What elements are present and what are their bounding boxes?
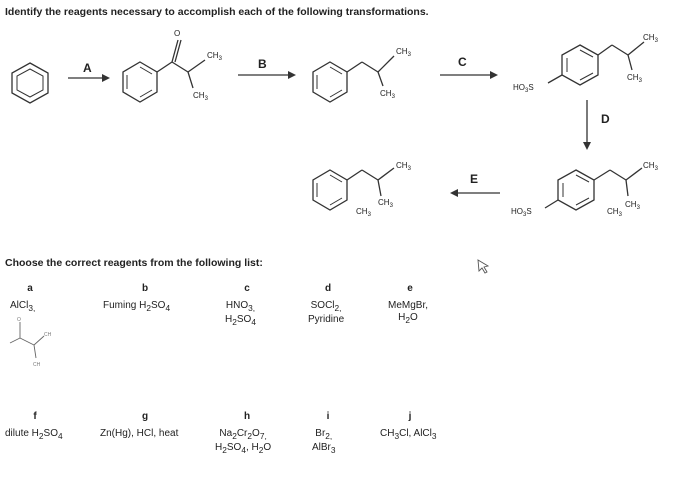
alkyl-ch3-a: CH3 bbox=[396, 47, 412, 58]
final-ch3-b: CH3 bbox=[378, 198, 394, 209]
option-a-structure bbox=[9, 322, 45, 359]
option-a-letter: a bbox=[27, 283, 33, 294]
arrow-c-label: C bbox=[458, 55, 467, 69]
alkyl-ch3-b: CH3 bbox=[380, 89, 396, 100]
option-i-letter: i bbox=[326, 411, 330, 422]
option-e-letter: e bbox=[407, 283, 413, 294]
arrow-e-label: E bbox=[470, 172, 478, 186]
final-ch3-c: CH3 bbox=[356, 207, 372, 218]
arrow-d-label: D bbox=[601, 112, 610, 126]
ketone-structure bbox=[122, 39, 206, 103]
sulfo1-ch3-b: CH3 bbox=[627, 73, 643, 84]
option-h-text: Na2Cr2O7, H2SO4, H2O bbox=[215, 428, 272, 455]
option-g-letter: g bbox=[141, 411, 149, 422]
arrow-a-label: A bbox=[83, 61, 92, 75]
option-a-ch3-b: CH bbox=[33, 362, 41, 368]
ketone-ch3-b: CH3 bbox=[193, 91, 209, 102]
option-h-letter: h bbox=[243, 411, 251, 422]
option-a-ch3-a: CH bbox=[44, 332, 52, 338]
alkylbenzene-structure bbox=[312, 55, 395, 103]
arrow-e-head bbox=[450, 189, 458, 197]
sulfo2-ho3s: HO3S bbox=[511, 207, 532, 218]
option-i-text: Br2, AlBr3 bbox=[312, 428, 336, 455]
cursor-icon bbox=[477, 259, 490, 274]
option-f-letter: f bbox=[33, 411, 37, 422]
ketone-oxygen: O bbox=[174, 29, 180, 38]
option-b-text: Fuming H2SO4 bbox=[103, 300, 171, 313]
arrow-b-head bbox=[288, 71, 296, 79]
final-ch3-a: CH3 bbox=[396, 161, 412, 172]
benzene-structure bbox=[11, 62, 49, 104]
option-j-letter: j bbox=[408, 411, 412, 422]
option-f-text: dilute H2SO4 bbox=[5, 428, 63, 441]
sulfo1-ho3s: HO3S bbox=[513, 83, 534, 94]
sulfo1-ch3-a: CH3 bbox=[643, 33, 659, 44]
arrow-d-head bbox=[583, 142, 591, 150]
sulfonated-structure-1 bbox=[547, 41, 645, 86]
sulfo2-ch3-c: CH3 bbox=[607, 207, 623, 218]
option-b-letter: b bbox=[141, 283, 149, 294]
question-text: Identify the reagents necessary to accom… bbox=[5, 6, 429, 18]
sulfo2-ch3-a: CH3 bbox=[643, 161, 659, 172]
arrow-b-label: B bbox=[258, 57, 267, 71]
choose-text: Choose the correct reagents from the fol… bbox=[5, 257, 263, 269]
ketone-ch3-a: CH3 bbox=[207, 51, 223, 62]
option-g-text: Zn(Hg), HCl, heat bbox=[100, 428, 179, 439]
arrow-c-head bbox=[490, 71, 498, 79]
sulfonated-structure-2 bbox=[544, 167, 643, 211]
option-d-letter: d bbox=[324, 283, 332, 294]
option-e-text: MeMgBr, H2O bbox=[388, 300, 429, 325]
final-product-structure bbox=[312, 167, 395, 211]
sulfo2-ch3-b: CH3 bbox=[625, 200, 641, 211]
option-a-oxygen: O bbox=[17, 317, 21, 323]
option-c-text: HNO3, H2SO4 bbox=[225, 300, 256, 327]
option-j-text: CH3Cl, AlCl3 bbox=[380, 428, 437, 441]
option-d-text: SOCl2, Pyridine bbox=[308, 300, 345, 325]
arrow-a-head bbox=[102, 74, 110, 82]
option-c-letter: c bbox=[244, 283, 250, 294]
option-a-text: AlCl3, bbox=[10, 300, 36, 313]
